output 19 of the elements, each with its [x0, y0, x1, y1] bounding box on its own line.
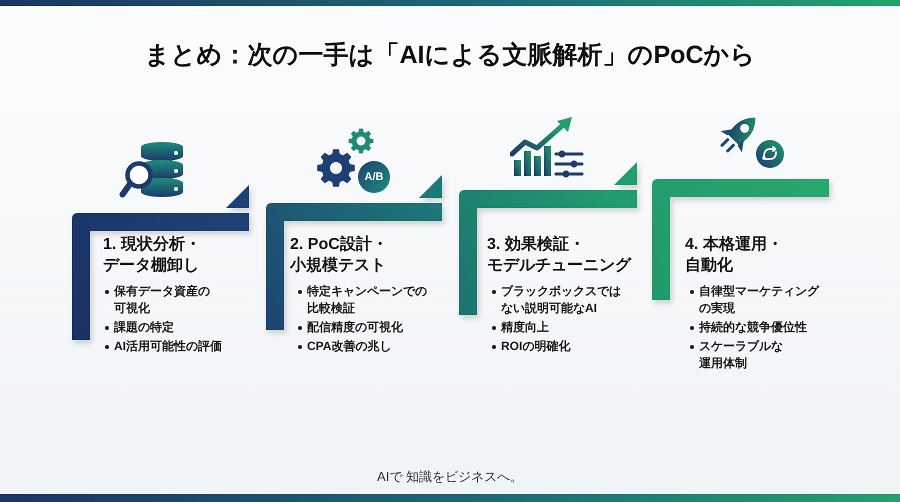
ab-test-label: A/B: [358, 161, 390, 193]
step-heading: 2. PoC設計・小規模テスト: [290, 234, 389, 276]
page-title: まとめ：次の一手は「AIによる文脈解析」のPoCから: [144, 40, 756, 71]
bullet-item: CPA改善の兆し: [296, 338, 392, 355]
bullet-item: 精度向上: [490, 319, 549, 336]
tagline: AIで 知識をビジネスへ。: [377, 468, 523, 486]
bullet-item: ブラックボックスではない説明可能なAI: [490, 283, 628, 317]
bullet-item: スケーラブルな運用体制: [688, 338, 826, 372]
bullet-item: 保有データ資産の可視化: [103, 283, 241, 317]
bullet-item: 特定キャンペーンでの比較検証: [296, 283, 434, 317]
bullet-item: 配信精度の可視化: [296, 319, 403, 336]
step-heading: 4. 本格運用・自動化: [685, 234, 784, 276]
bullet-item: 課題の特定: [103, 319, 174, 336]
bullet-item: AI活用可能性の評価: [103, 338, 222, 355]
bullet-item: ROIの明確化: [490, 338, 570, 355]
step-heading: 1. 現状分析・データ棚卸し: [103, 234, 202, 276]
bullet-item: 自律型マーケティングの実現: [688, 283, 826, 317]
step-heading: 3. 効果検証・モデルチューニング: [487, 234, 632, 276]
bullet-item: 持続的な競争優位性: [688, 319, 807, 336]
